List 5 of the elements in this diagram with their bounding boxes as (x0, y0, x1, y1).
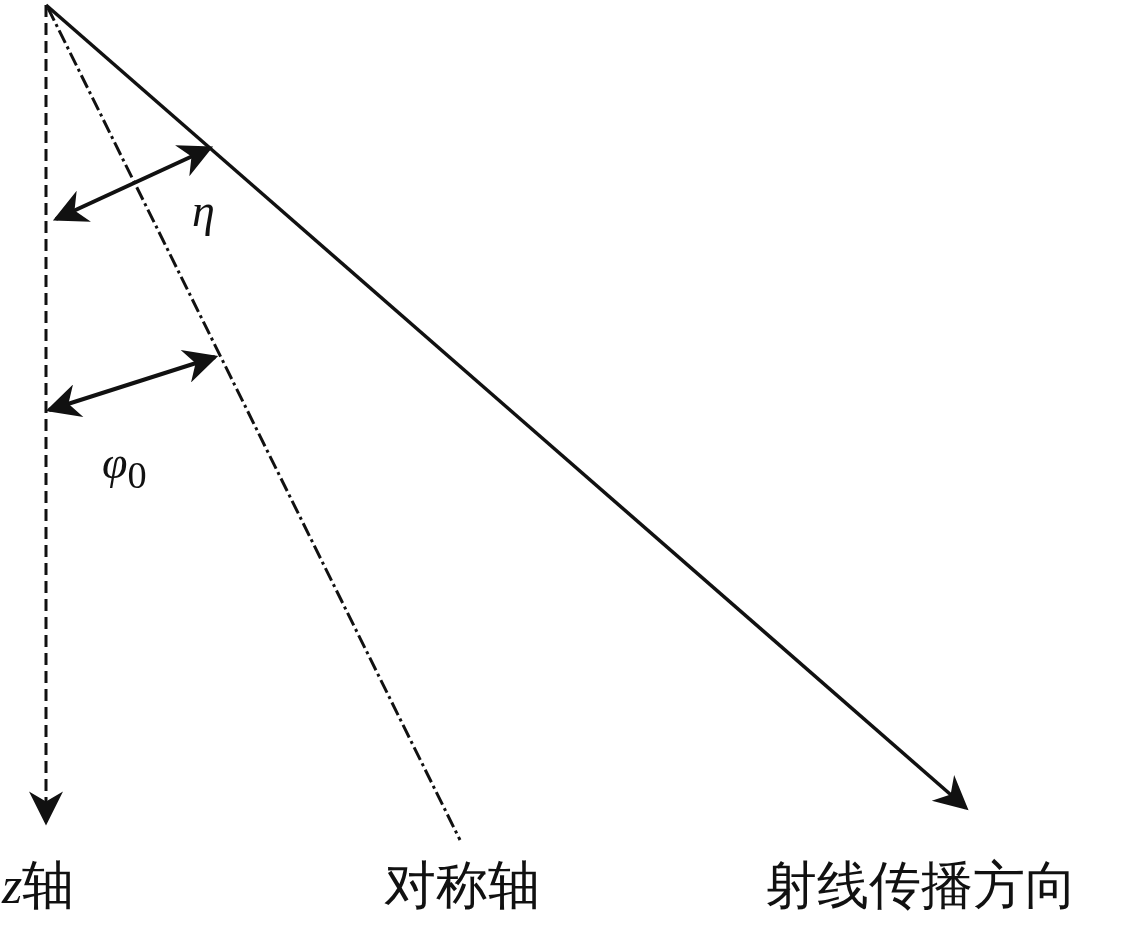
angle-label: φ$_{0}$ (102, 440, 147, 495)
direction-label: 射线传播方向 (765, 860, 1077, 912)
axis-label: z轴 (2, 860, 75, 912)
axis-label: 对称轴 (384, 860, 540, 912)
angle-label: η (192, 188, 215, 234)
